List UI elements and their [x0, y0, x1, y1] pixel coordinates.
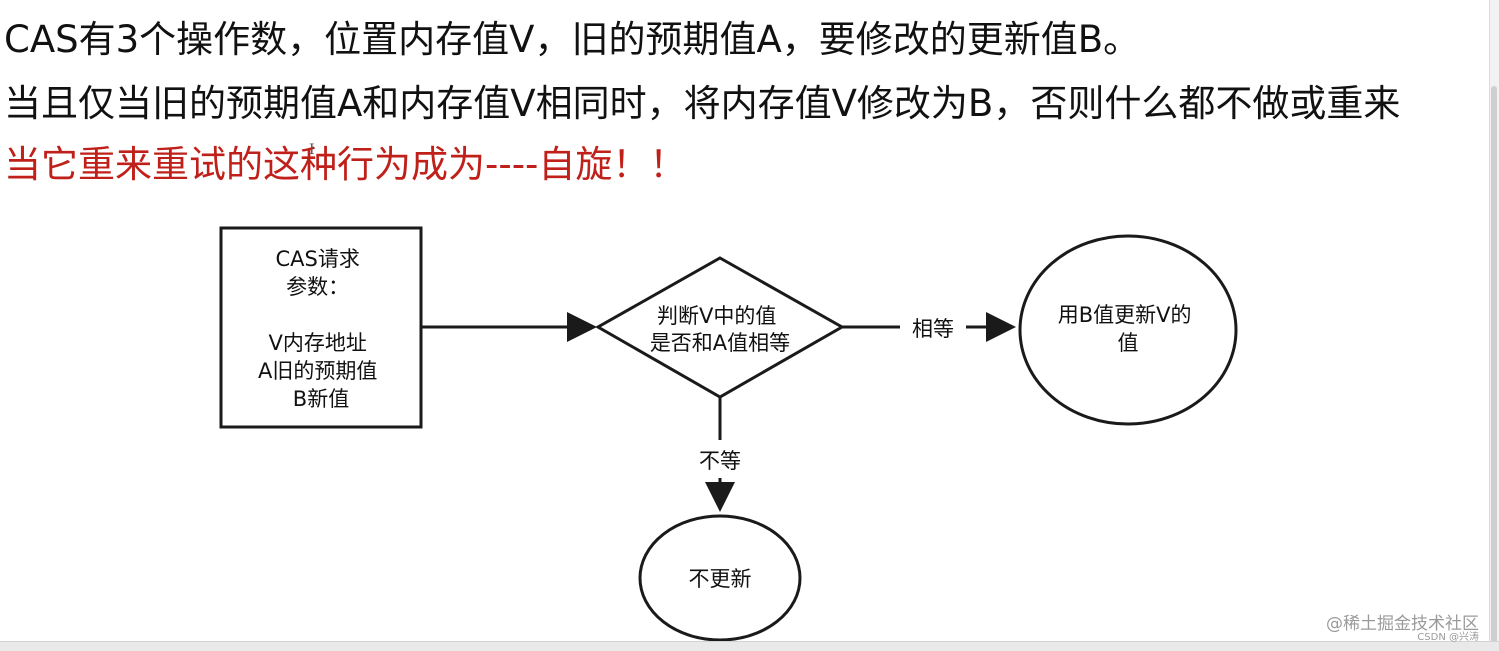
box-line: A旧的预期值 [258, 359, 377, 383]
decision-line: 是否和A值相等 [650, 331, 790, 355]
no-update-text: 不更新 [689, 567, 752, 591]
vertical-scrollbar-thumb[interactable] [1491, 86, 1497, 646]
horizontal-scrollbar[interactable] [0, 641, 1499, 651]
intro-line-3-highlight: 当它重来重试的这种行为成为----自旋！！ [4, 143, 687, 186]
request-params-box [219, 226, 423, 429]
box-line: 参数： [286, 275, 349, 299]
text-cursor-icon: I [309, 142, 315, 158]
box-line: CAS请求 [275, 247, 359, 271]
intro-line-2: 当且仅当旧的预期值A和内存值V相同时，将内存值V修改为B，否则什么都不做或重来 [4, 82, 1401, 125]
watermark-juejin: @稀土掘金技术社区 [1326, 614, 1479, 634]
request-params-text: CAS请求 参数： V内存地址 A旧的预期值 B新值 [258, 247, 384, 411]
equal-label: 相等 [912, 317, 954, 341]
update-node [1018, 234, 1238, 426]
not-equal-label: 不等 [699, 449, 741, 473]
update-line: 用B值更新V的 [1058, 303, 1192, 327]
no-update-node [638, 514, 802, 642]
update-node-text: 用B值更新V的 值 [1058, 303, 1198, 355]
watermark-csdn: CSDN @兴涛 [1417, 632, 1479, 643]
box-line: V内存地址 [268, 331, 366, 355]
update-line: 值 [1118, 331, 1139, 355]
decision-line: 判断V中的值 [657, 304, 776, 328]
box-line: B新值 [293, 387, 349, 411]
intro-line-1: CAS有3个操作数，位置内存值V，旧的预期值A，要修改的更新值B。 [4, 18, 1141, 61]
decision-text: 判断V中的值 是否和A值相等 [650, 304, 790, 355]
